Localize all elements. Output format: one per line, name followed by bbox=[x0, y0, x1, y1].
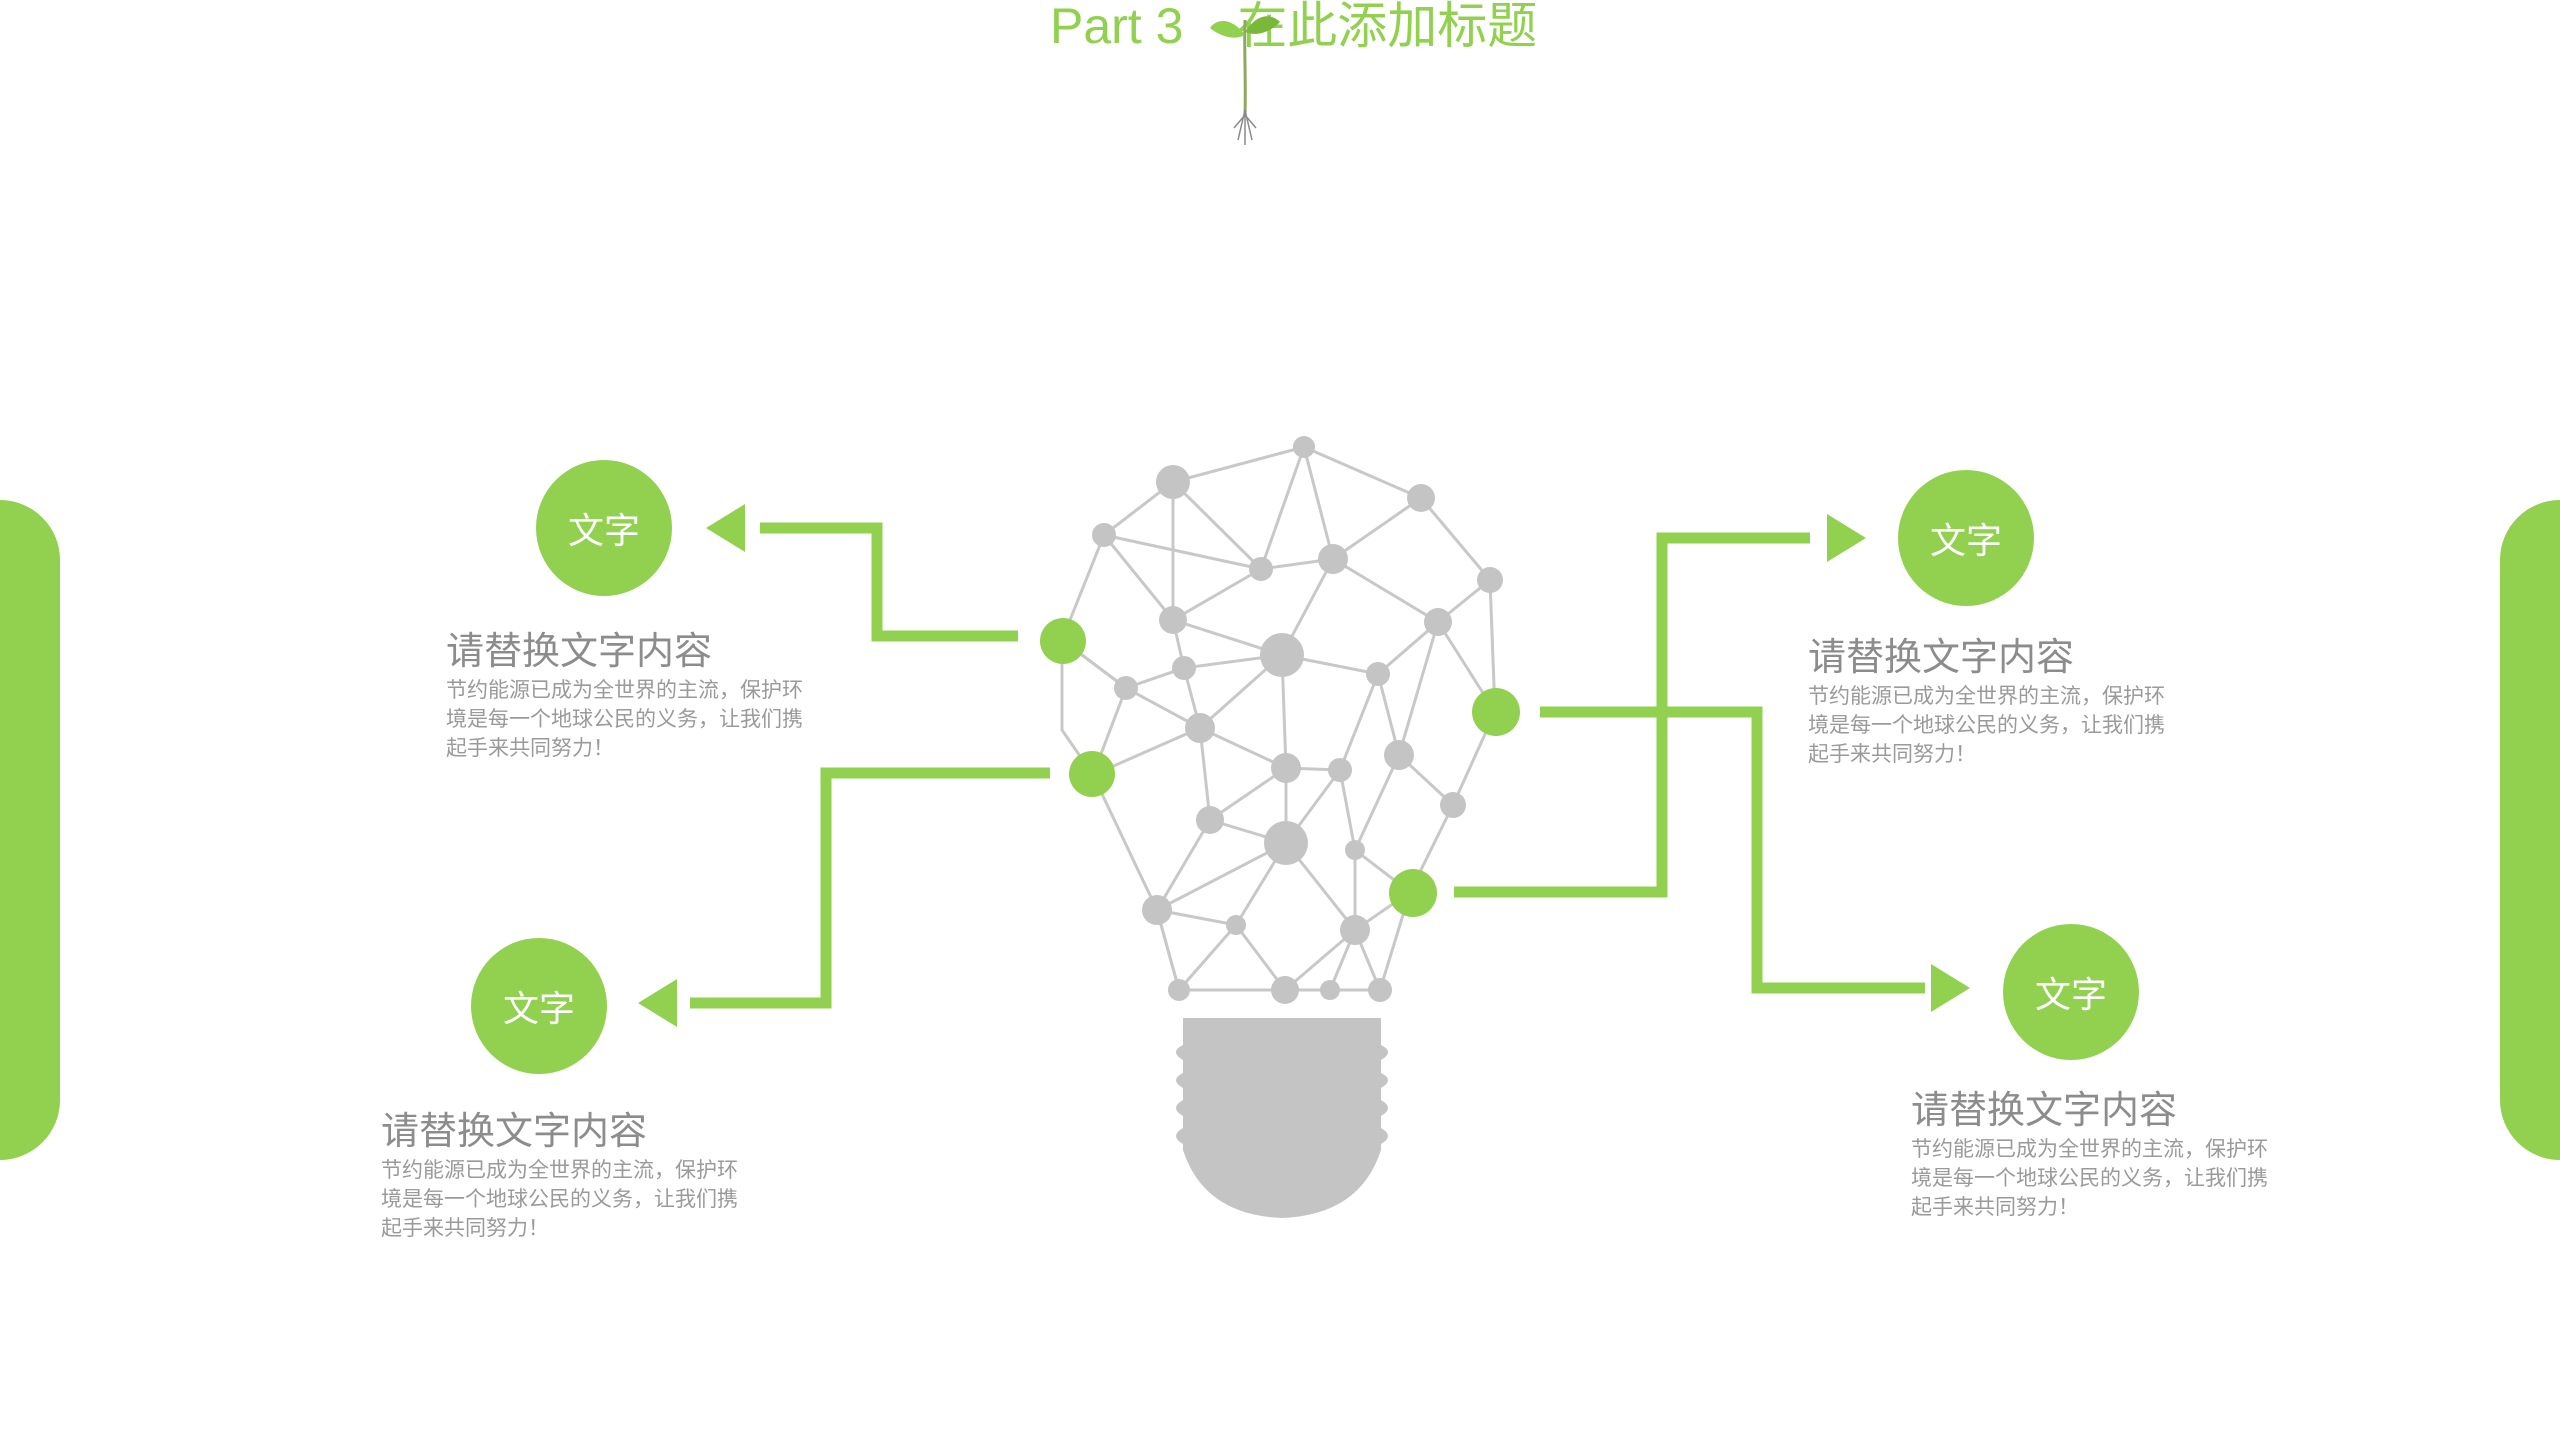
block-heading: 请替换文字内容 bbox=[1911, 1090, 2178, 1132]
block-body: 节约能源已成为全世界的主流，保护环境是每一个地球公民的义务，让我们携起手来共同努… bbox=[1911, 1138, 2268, 1219]
sprout-icon bbox=[1210, 16, 1280, 145]
block-heading: 请替换文字内容 bbox=[381, 1111, 648, 1153]
right-accent-bar bbox=[2500, 500, 2560, 1160]
text-block: 请替换文字内容 节约能源已成为全世界的主流，保护环境是每一个地球公民的义务，让我… bbox=[446, 628, 816, 763]
label-circle: 文字 bbox=[2003, 924, 2139, 1060]
label-circle: 文字 bbox=[536, 460, 672, 596]
left-accent-bar bbox=[0, 500, 60, 1160]
part-label: Part 3 bbox=[1050, 0, 1184, 54]
block-heading: 请替换文字内容 bbox=[446, 631, 713, 673]
bulb-base bbox=[1176, 1018, 1388, 1218]
label-circle: 文字 bbox=[471, 938, 607, 1074]
block-body: 节约能源已成为全世界的主流，保护环境是每一个地球公民的义务，让我们携起手来共同努… bbox=[446, 679, 803, 760]
text-block: 请替换文字内容 节约能源已成为全世界的主流，保护环境是每一个地球公民的义务，让我… bbox=[1911, 1087, 2281, 1222]
connector-lines bbox=[690, 522, 1925, 1009]
block-body: 节约能源已成为全世界的主流，保护环境是每一个地球公民的义务，让我们携起手来共同努… bbox=[381, 1159, 738, 1240]
network-lightbulb-icon bbox=[1060, 436, 1503, 1218]
slide-title: Part 3 在此添加标题 bbox=[1050, 0, 1537, 56]
connector-nodes bbox=[1040, 618, 1520, 917]
text-block: 请替换文字内容 节约能源已成为全世界的主流，保护环境是每一个地球公民的义务，让我… bbox=[381, 1108, 751, 1243]
text-block: 请替换文字内容 节约能源已成为全世界的主流，保护环境是每一个地球公民的义务，让我… bbox=[1808, 634, 2178, 769]
title-heading: 在此添加标题 bbox=[1237, 0, 1538, 54]
label-circle: 文字 bbox=[1898, 470, 2034, 606]
block-body: 节约能源已成为全世界的主流，保护环境是每一个地球公民的义务，让我们携起手来共同努… bbox=[1808, 685, 2165, 766]
block-heading: 请替换文字内容 bbox=[1808, 637, 2075, 679]
arrow-heads bbox=[638, 504, 1970, 1027]
